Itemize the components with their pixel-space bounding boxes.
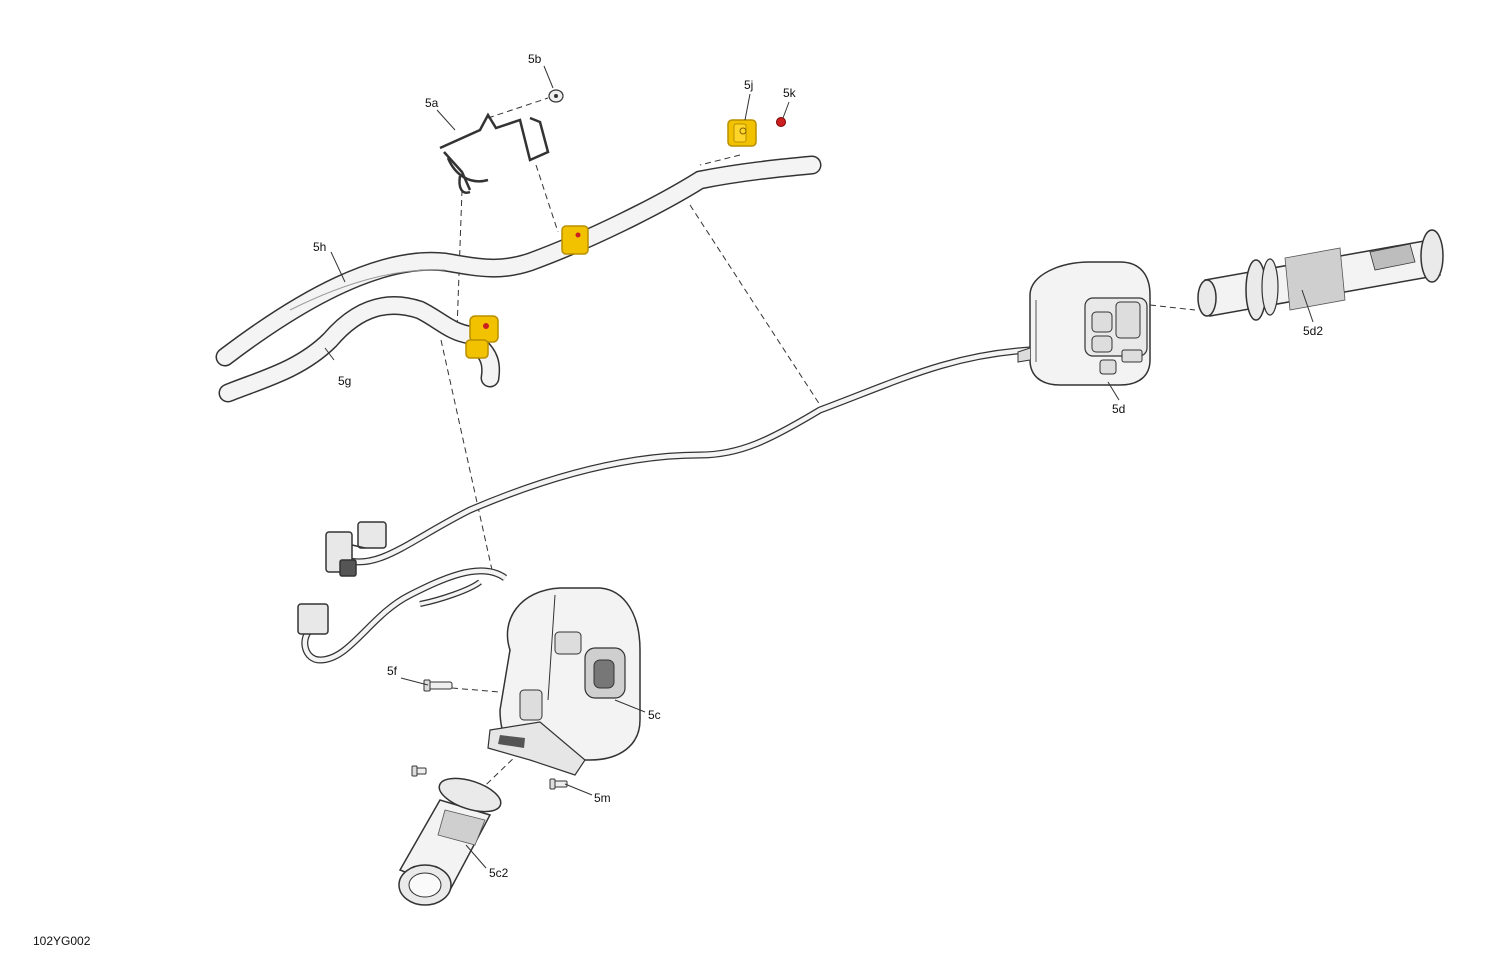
connector-lower	[297, 567, 508, 664]
left-switch-housing-5c	[419, 579, 641, 776]
handlebar-5h	[215, 155, 822, 367]
callout-5d2: 5d2	[1303, 324, 1324, 338]
callout-5j: 5j	[744, 78, 754, 92]
grip-5d2	[1197, 229, 1444, 321]
guide-5a-to-5b	[487, 97, 549, 119]
screw-5m	[549, 778, 568, 790]
guide-5f-to-5c	[451, 687, 501, 693]
callout-5h: 5h	[313, 240, 327, 254]
clamp-on-handlebar	[561, 225, 589, 255]
clamp-on-handle-5g	[465, 315, 499, 359]
callout-5c: 5c	[648, 708, 661, 722]
callout-5k: 5k	[783, 86, 796, 100]
guide-5a-to-bar	[535, 164, 559, 233]
grip-5c2	[398, 777, 502, 906]
figure-code: 102YG002	[33, 934, 91, 948]
guide-5j-to-bar	[699, 154, 741, 166]
connector-upper	[325, 521, 387, 577]
callout-5g: 5g	[338, 374, 352, 388]
screw-5b	[548, 89, 564, 103]
screw-small	[411, 765, 427, 777]
callout-leaders	[324, 65, 1314, 869]
callout-5f: 5f	[387, 664, 398, 678]
screw-5k	[776, 117, 786, 127]
bracket-5a	[439, 112, 550, 194]
callout-5d: 5d	[1112, 402, 1126, 416]
guide-bar-to-cable	[689, 204, 821, 406]
callout-5m: 5m	[594, 791, 611, 805]
callout-5a: 5a	[425, 96, 439, 110]
callout-5c2: 5c2	[489, 866, 509, 880]
screw-5f	[423, 679, 453, 692]
callout-5b: 5b	[528, 52, 542, 66]
clamp-5j	[727, 119, 757, 147]
switch-cable	[341, 346, 1034, 566]
right-switch-housing-5d	[1017, 261, 1151, 386]
guide-5d-to-5d2	[1149, 304, 1196, 311]
